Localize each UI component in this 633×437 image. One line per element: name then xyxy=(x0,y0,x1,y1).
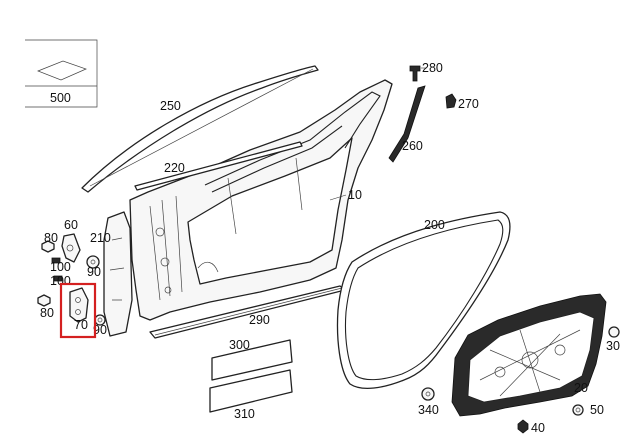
label-220[interactable]: 220 xyxy=(164,161,185,175)
part-210-group[interactable]: 210 xyxy=(90,211,133,337)
part-50-group[interactable]: 50 xyxy=(572,403,604,417)
part-280-group[interactable]: 280 xyxy=(409,61,443,82)
part-250-group[interactable]: 250 xyxy=(81,65,319,193)
part-300-glass xyxy=(211,339,293,381)
label-270[interactable]: 270 xyxy=(458,97,479,111)
part-90a-group[interactable]: 90 xyxy=(86,255,101,279)
part-100b-screw xyxy=(53,275,63,282)
part-200-door-seal-inner xyxy=(344,219,504,381)
part-20-group[interactable]: 20 xyxy=(451,293,607,417)
label-60[interactable]: 60 xyxy=(64,218,78,232)
part-30-group[interactable]: 30 xyxy=(606,326,620,353)
label-300[interactable]: 300 xyxy=(229,338,250,352)
label-100a[interactable]: 100 xyxy=(50,260,71,274)
part-40-group[interactable]: 40 xyxy=(517,419,545,435)
label-80b[interactable]: 80 xyxy=(40,306,54,320)
label-250[interactable]: 250 xyxy=(160,99,181,113)
part-250-roof-strip xyxy=(81,65,319,193)
part-80a-bolt xyxy=(41,240,55,253)
label-90b[interactable]: 90 xyxy=(93,323,107,337)
label-20[interactable]: 20 xyxy=(574,381,588,395)
part-40-nut xyxy=(517,419,529,434)
label-500[interactable]: 500 xyxy=(50,91,71,105)
label-70[interactable]: 70 xyxy=(74,318,88,332)
part-500-group[interactable]: 500 xyxy=(25,39,98,108)
label-200[interactable]: 200 xyxy=(424,218,445,232)
part-100a-group[interactable]: 100 xyxy=(50,257,71,274)
part-60-hinge xyxy=(61,233,81,263)
part-100a-screw xyxy=(51,257,61,264)
part-90a-washer xyxy=(86,255,100,269)
part-10-door-opening xyxy=(187,137,353,285)
part-260-group[interactable]: 260 xyxy=(388,85,426,163)
part-200-door-seal-outer xyxy=(336,211,511,390)
part-310-glass xyxy=(209,369,293,413)
part-340-group[interactable]: 340 xyxy=(418,387,439,417)
part-270-clip xyxy=(445,93,457,109)
label-340[interactable]: 340 xyxy=(418,403,439,417)
label-50[interactable]: 50 xyxy=(590,403,604,417)
label-30[interactable]: 30 xyxy=(606,339,620,353)
part-80b-group[interactable]: 80 xyxy=(37,294,54,320)
label-40[interactable]: 40 xyxy=(531,421,545,435)
part-80b-bolt xyxy=(37,294,51,307)
part-80a-group[interactable]: 80 xyxy=(41,231,58,253)
part-10-group[interactable]: 10 xyxy=(129,79,393,321)
label-290[interactable]: 290 xyxy=(249,313,270,327)
part-60-group[interactable]: 60 xyxy=(61,218,81,263)
part-280-clip xyxy=(409,65,421,82)
part-300-group[interactable]: 300 xyxy=(211,338,293,381)
part-220-seal-strip xyxy=(134,141,303,191)
label-10[interactable]: 10 xyxy=(348,188,362,202)
label-210[interactable]: 210 xyxy=(90,231,111,245)
label-280[interactable]: 280 xyxy=(422,61,443,75)
part-270-group[interactable]: 270 xyxy=(445,93,479,111)
part-500-sheet xyxy=(37,60,87,81)
part-210-pillar-panel xyxy=(103,211,133,337)
label-80a[interactable]: 80 xyxy=(44,231,58,245)
label-260[interactable]: 260 xyxy=(402,139,423,153)
part-260-pillar-trim xyxy=(388,85,426,163)
highlight-box xyxy=(59,282,97,339)
part-200-group[interactable]: 200 xyxy=(336,211,511,390)
part-50-clip xyxy=(572,404,584,416)
part-500-box xyxy=(25,39,98,108)
part-70-group[interactable]: 70 xyxy=(59,282,97,339)
part-220-group[interactable]: 220 xyxy=(134,141,303,191)
part-340-plug xyxy=(421,387,435,401)
label-90a[interactable]: 90 xyxy=(87,265,101,279)
label-310[interactable]: 310 xyxy=(234,407,255,421)
part-70-hinge xyxy=(69,287,89,323)
part-310-group[interactable]: 310 xyxy=(209,369,293,421)
part-30-grommet xyxy=(608,326,620,338)
part-90b-group[interactable]: 90 xyxy=(93,314,107,337)
